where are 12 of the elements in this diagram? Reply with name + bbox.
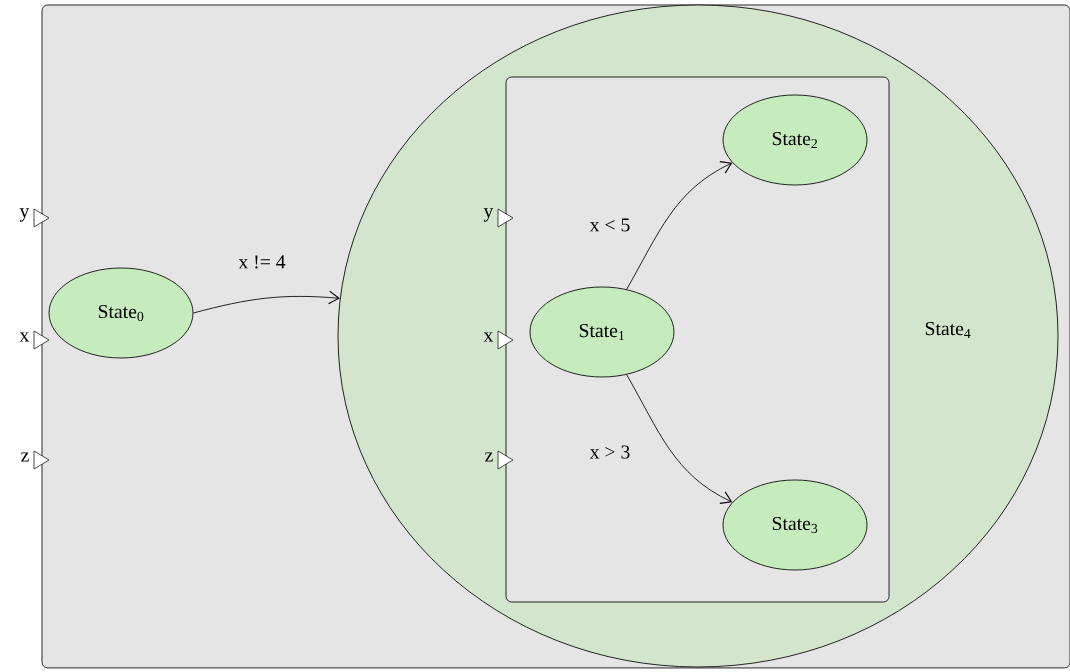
arrow <box>193 290 340 314</box>
edge-label: x < 5 <box>589 218 630 232</box>
edge-label: x > 3 <box>589 445 630 459</box>
arrow <box>626 374 733 504</box>
arrow <box>626 161 733 290</box>
port-label: z <box>485 452 493 462</box>
edge-label: x != 4 <box>238 255 286 269</box>
port-label: x <box>483 332 494 342</box>
port-label: x <box>19 332 30 342</box>
port-label: y <box>19 208 30 222</box>
port-label: y <box>483 208 494 222</box>
port-label: z <box>21 452 29 462</box>
